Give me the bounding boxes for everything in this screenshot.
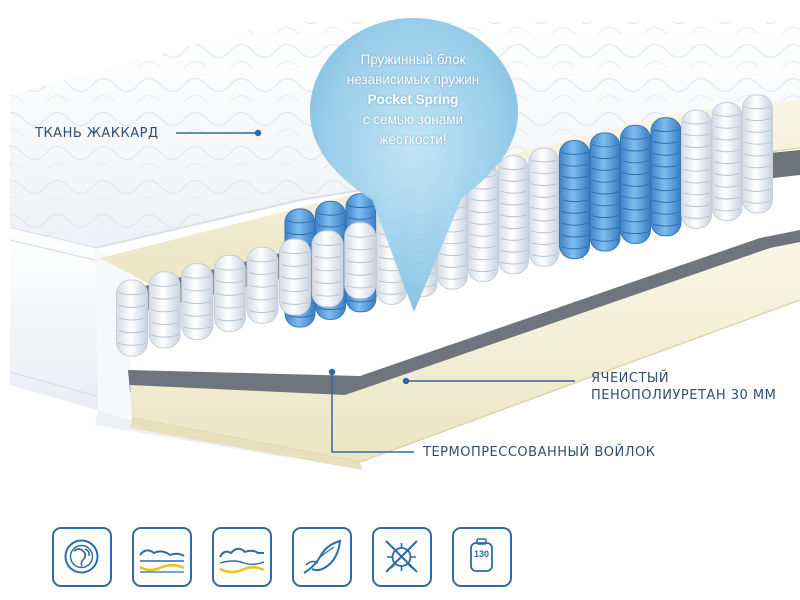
- callout-lines: [176, 129, 575, 453]
- foam-callout-dot: [402, 377, 410, 385]
- globe-icon: [52, 527, 112, 587]
- spring-zone-soft: [246, 246, 279, 324]
- bubble-line-1: Пружинный блок: [360, 52, 466, 67]
- spring-zone-soft: [498, 155, 529, 275]
- spring-zone-firm: [559, 140, 590, 260]
- spring-zone-soft: [148, 271, 181, 349]
- max-load-value: 130: [473, 549, 490, 559]
- spring-zone-soft: [528, 147, 560, 267]
- spring-zone-soft: [213, 254, 246, 332]
- spring-zone-firm: [589, 132, 621, 252]
- spring-zone-firm: [620, 124, 651, 244]
- spring-zone-soft: [181, 263, 214, 341]
- spring-zone-soft: [279, 238, 311, 316]
- body-contour-icon: [212, 527, 272, 587]
- info-bubble: [310, 18, 518, 312]
- feature-icons: 130: [52, 527, 512, 593]
- bottom-felt-layer: [128, 230, 800, 400]
- bubble-line-2: независимых пружин: [346, 72, 480, 87]
- spring-zone-soft: [711, 102, 743, 222]
- label-foam-line-2: ПЕНОПОЛИУРЕТАН 30 ММ: [591, 388, 777, 403]
- max-load-icon: 130: [452, 527, 512, 587]
- label-thermopressed-felt: ТЕРМОПРЕССОВАННЫЙ ВОЙЛОК: [423, 445, 656, 460]
- label-jacquard-fabric: ТКАНЬ ЖАККАРД: [35, 126, 159, 141]
- bubble-line-5: жесткости!: [379, 132, 447, 147]
- spring-zone-soft: [116, 279, 148, 357]
- spring-zone-soft: [344, 222, 377, 300]
- felt-callout-line: [331, 372, 414, 453]
- spring-zone-soft: [742, 94, 773, 214]
- jacquard-callout-dot: [254, 129, 262, 137]
- spring-zone-soft: [681, 109, 712, 229]
- orthopedic-support-icon: [132, 527, 192, 587]
- bottom-foam-layer: [130, 242, 800, 470]
- spring-zone-soft: [311, 230, 344, 308]
- felt-callout-dot: [328, 368, 336, 376]
- bubble-line-3: Pocket Spring: [367, 92, 459, 107]
- bubble-text: Пружинный блок независимых пружин Pocket…: [318, 50, 508, 150]
- spring-zone-firm: [650, 117, 682, 237]
- natural-leaf-icon: [292, 527, 352, 587]
- label-foam-line-1: ЯЧЕИСТЫЙ: [591, 371, 670, 386]
- bubble-line-4: с семью зонами: [362, 112, 464, 127]
- anti-allergy-icon: [372, 527, 432, 587]
